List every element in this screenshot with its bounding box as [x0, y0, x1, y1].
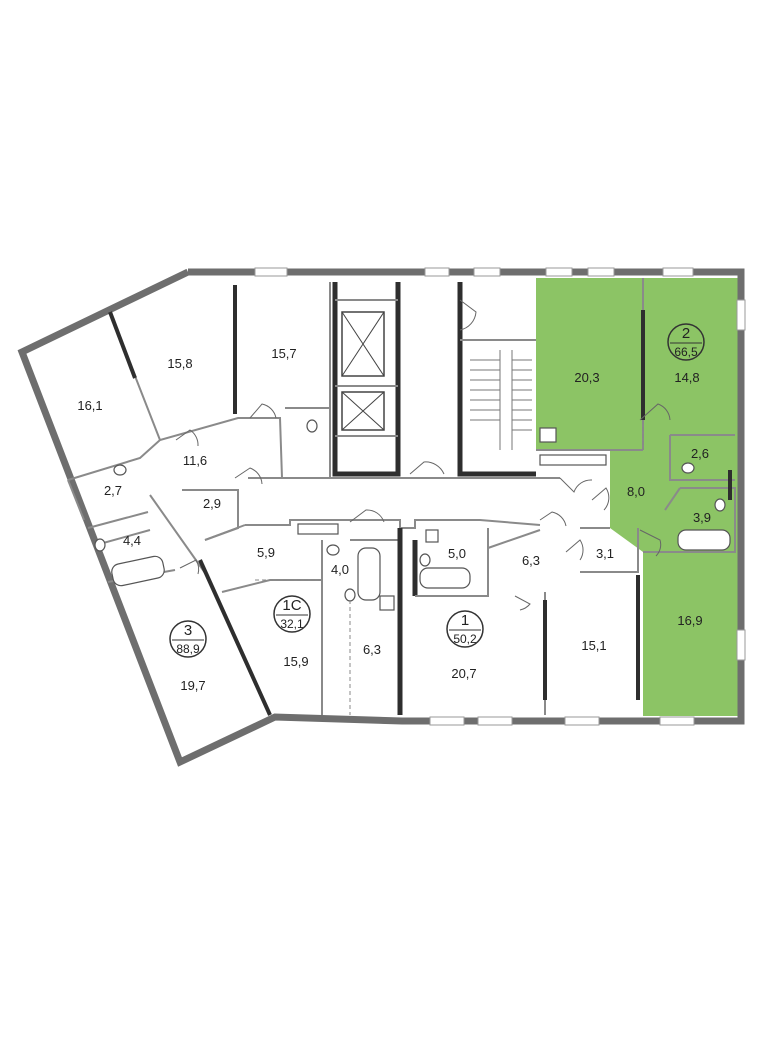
windows — [254, 267, 746, 726]
room-area: 20,3 — [574, 370, 599, 385]
room-area: 4,4 — [123, 533, 141, 548]
room-area: 5,9 — [257, 545, 275, 560]
apartment-area: 50,2 — [453, 632, 477, 646]
room-area: 14,8 — [674, 370, 699, 385]
room-area: 20,7 — [451, 666, 476, 681]
room-area: 6,3 — [363, 642, 381, 657]
doors — [175, 299, 671, 611]
apartment-area: 32,1 — [280, 617, 304, 631]
room-labels: 16,1 15,8 15,7 11,6 2,7 2,9 4,4 19,7 5,9… — [77, 346, 711, 693]
room-area: 8,0 — [627, 484, 645, 499]
apartment-badge-1c[interactable]: 1С 32,1 — [273, 595, 311, 633]
apartment-number: 1 — [461, 612, 469, 629]
room-area: 4,0 — [331, 562, 349, 577]
fixtures — [94, 419, 731, 611]
apartment-2-highlight[interactable] — [536, 278, 741, 716]
internal-walls — [67, 278, 736, 716]
dashed-lines — [255, 420, 644, 715]
room-area: 2,9 — [203, 496, 221, 511]
room-area: 2,6 — [691, 446, 709, 461]
apartment-badge-3[interactable]: 3 88,9 — [169, 620, 207, 658]
room-area: 15,1 — [581, 638, 606, 653]
room-area: 16,1 — [77, 398, 102, 413]
apartment-number: 2 — [682, 325, 690, 342]
room-area: 15,7 — [271, 346, 296, 361]
room-area: 3,1 — [596, 546, 614, 561]
room-area: 15,9 — [283, 654, 308, 669]
apartment-area: 88,9 — [176, 642, 200, 656]
apartment-area: 66,5 — [674, 345, 698, 359]
room-area: 5,0 — [448, 546, 466, 561]
room-area: 19,7 — [180, 678, 205, 693]
room-area: 15,8 — [167, 356, 192, 371]
room-area: 16,9 — [677, 613, 702, 628]
apartment-number: 3 — [184, 622, 192, 639]
outer-walls — [17, 268, 745, 767]
apartment-badge-2[interactable]: 2 66,5 — [667, 323, 705, 361]
apartment-number: 1С — [282, 597, 301, 614]
apartment-badge-1[interactable]: 1 50,2 — [446, 610, 484, 648]
room-area: 6,3 — [522, 553, 540, 568]
room-area: 2,7 — [104, 483, 122, 498]
room-area: 3,9 — [693, 510, 711, 525]
room-area: 11,6 — [183, 453, 207, 468]
